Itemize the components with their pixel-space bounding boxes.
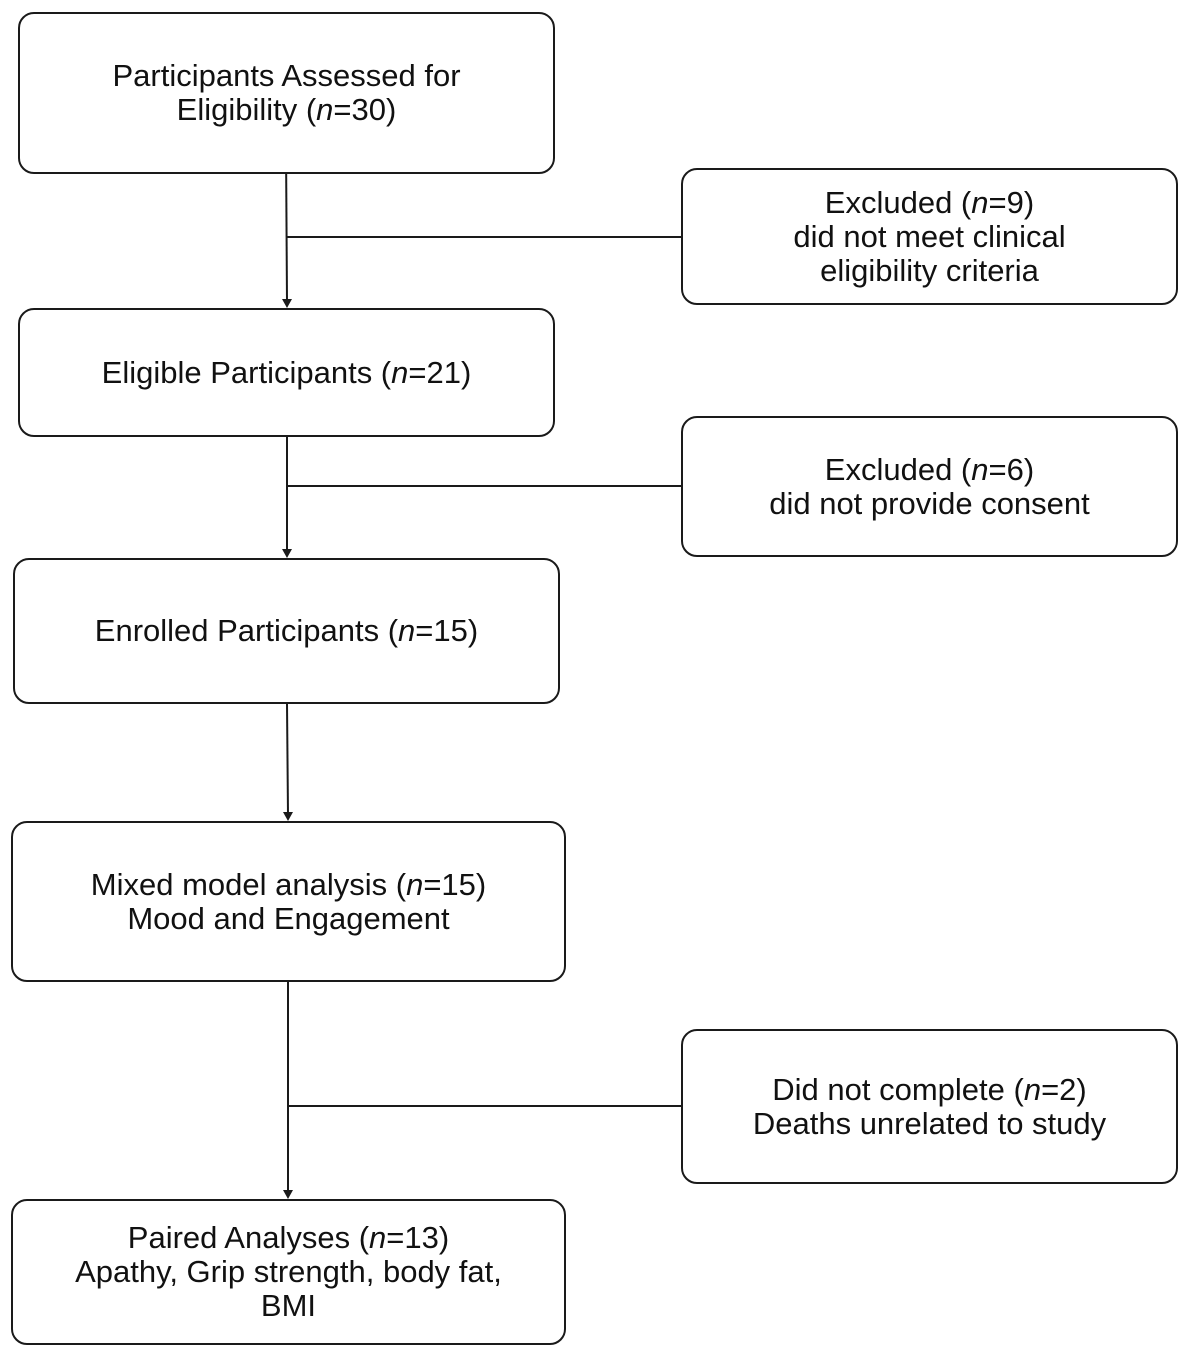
node-assessed-line2: Eligibility (n=30) bbox=[112, 93, 460, 127]
node-paired-line1: Paired Analyses (n=13) bbox=[75, 1221, 502, 1255]
node-excluded-clinical-label: Excluded ( bbox=[824, 184, 972, 220]
node-paired: Paired Analyses (n=13) Apathy, Grip stre… bbox=[11, 1199, 566, 1345]
connector-enrolled-to-mixed bbox=[286, 703, 289, 816]
node-paired-label: Paired Analyses ( bbox=[127, 1220, 370, 1255]
n-symbol: n bbox=[369, 1220, 387, 1255]
node-excluded-clinical: Excluded (n=9) did not meet clinical eli… bbox=[681, 168, 1178, 305]
n-symbol: n bbox=[1023, 1071, 1042, 1107]
node-excluded-consent-line2: did not provide consent bbox=[769, 485, 1090, 521]
arrowhead-paired bbox=[283, 1190, 293, 1199]
node-excluded-clinical-line2: did not meet clinical bbox=[793, 218, 1066, 254]
n-symbol: n bbox=[391, 354, 409, 390]
node-enrolled-label: Enrolled Participants ( bbox=[94, 613, 399, 648]
n-symbol: n bbox=[398, 613, 416, 648]
n-symbol: n bbox=[971, 451, 989, 487]
node-excluded-clinical-line3: eligibility criteria bbox=[820, 252, 1039, 288]
node-mixed-model: Mixed model analysis (n=15) Mood and Eng… bbox=[11, 821, 566, 982]
arrowhead-mixed bbox=[283, 812, 293, 821]
n-symbol: n bbox=[406, 866, 424, 902]
node-eligible-count: =21) bbox=[408, 354, 472, 390]
n-symbol: n bbox=[971, 184, 989, 220]
node-excluded-clinical-line1: Excluded (n=9) bbox=[793, 184, 1065, 220]
node-paired-count: =13) bbox=[386, 1220, 450, 1255]
node-excluded-consent-line1: Excluded (n=6) bbox=[769, 451, 1090, 487]
node-assessed-line1: Participants Assessed for bbox=[112, 58, 461, 93]
node-assessed-count: =30) bbox=[333, 92, 397, 127]
node-did-not-complete-line1: Did not complete (n=2) bbox=[753, 1071, 1106, 1107]
node-enrolled: Enrolled Participants (n=15) bbox=[13, 558, 560, 704]
node-paired-line2: Apathy, Grip strength, body fat, bbox=[75, 1254, 502, 1289]
node-excluded-consent: Excluded (n=6) did not provide consent bbox=[681, 416, 1178, 557]
node-enrolled-count: =15) bbox=[415, 613, 479, 648]
node-did-not-complete: Did not complete (n=2) Deaths unrelated … bbox=[681, 1029, 1178, 1184]
node-mixed-model-count: =15) bbox=[423, 866, 487, 902]
node-excluded-consent-label: Excluded ( bbox=[824, 451, 972, 487]
arrowhead-eligible bbox=[282, 299, 292, 308]
node-assessed-label: Eligibility ( bbox=[176, 92, 317, 127]
node-paired-line3: BMI bbox=[260, 1288, 317, 1323]
node-excluded-consent-count: =6) bbox=[988, 451, 1035, 487]
node-eligible: Eligible Participants (n=21) bbox=[18, 308, 555, 437]
node-mixed-model-line1: Mixed model analysis (n=15) bbox=[90, 866, 487, 902]
node-mixed-model-line2: Mood and Engagement bbox=[127, 900, 450, 936]
node-mixed-model-label: Mixed model analysis ( bbox=[90, 866, 407, 902]
n-symbol: n bbox=[316, 92, 334, 127]
node-enrolled-line1: Enrolled Participants (n=15) bbox=[95, 614, 478, 648]
arrowhead-enrolled bbox=[282, 549, 292, 558]
node-eligible-line1: Eligible Participants (n=21) bbox=[101, 354, 472, 390]
node-did-not-complete-count: =2) bbox=[1041, 1071, 1087, 1107]
node-excluded-clinical-count: =9) bbox=[988, 184, 1035, 220]
node-did-not-complete-label: Did not complete ( bbox=[772, 1071, 1024, 1107]
node-did-not-complete-line2: Deaths unrelated to study bbox=[752, 1105, 1107, 1141]
node-eligible-label: Eligible Participants ( bbox=[101, 354, 392, 390]
node-assessed: Participants Assessed for Eligibility (n… bbox=[18, 12, 555, 174]
